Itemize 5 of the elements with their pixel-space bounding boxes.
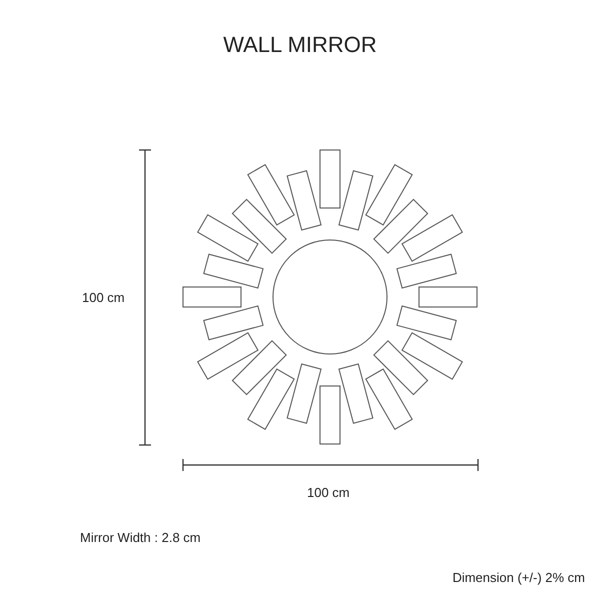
note: Mirror Width : 2.8 cm — [80, 530, 201, 545]
note: Dimension (+/-) 2% cm — [452, 570, 585, 585]
dimension-label: 100 cm — [307, 485, 350, 500]
title: WALL MIRROR — [222, 32, 378, 58]
dimension-label: 100 cm — [82, 290, 125, 305]
